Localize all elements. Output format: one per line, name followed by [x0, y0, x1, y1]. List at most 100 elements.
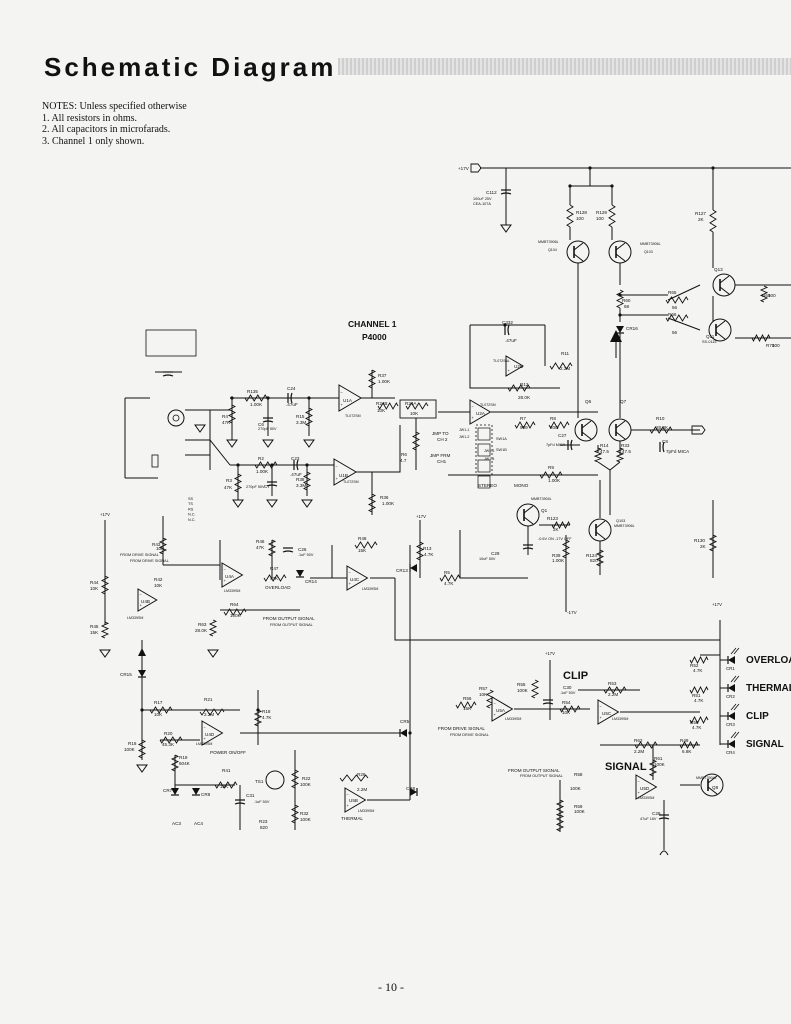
- u5d: [635, 774, 658, 800]
- r24-pot: [399, 399, 437, 419]
- label-u4c_t: LM339SM: [362, 587, 378, 591]
- ground-symbol: [301, 499, 313, 508]
- ground-symbol: [136, 764, 148, 773]
- wire: [394, 578, 720, 641]
- resistor: [302, 471, 312, 491]
- label-text: +17V: [712, 602, 722, 607]
- label-r54: R54: [562, 700, 571, 705]
- led-cr3-rays: [730, 703, 740, 711]
- resistor: [290, 804, 300, 824]
- label-cr14: CR14: [305, 579, 317, 584]
- label-r44_v: 10K: [90, 586, 99, 591]
- q11: [708, 318, 732, 342]
- label-c8_v: 7pFd MICA: [666, 449, 690, 454]
- q104: [573, 242, 584, 262]
- label-r42: R42: [154, 577, 163, 582]
- label-r38: R38: [296, 477, 305, 482]
- label-r44: R44: [90, 580, 99, 585]
- resistor: [665, 314, 689, 322]
- label-r8: R8: [550, 416, 556, 421]
- ground-symbol: [99, 649, 111, 658]
- label-r12_v: 28.0K: [518, 395, 531, 400]
- label-jmp_to: JMP TO: [432, 431, 449, 436]
- notes-block: NOTES: Unless specified otherwise 1. All…: [42, 101, 187, 147]
- label-r66_v: 56: [672, 330, 678, 335]
- note-item: 2. All capacitors in microfarads.: [42, 124, 171, 135]
- label-r22: R22: [302, 776, 311, 781]
- resistor: [689, 715, 709, 725]
- notes-heading: NOTES: Unless specified otherwise: [42, 101, 187, 112]
- label-r45: R45: [90, 624, 99, 629]
- label-power_onoff: POWER ON/OFF: [210, 750, 246, 755]
- wire: [667, 317, 701, 331]
- pin-plus: +: [341, 402, 344, 407]
- label-q104: Q104: [548, 248, 557, 252]
- u4d: [201, 720, 224, 746]
- label-r129_v: 100: [596, 216, 604, 221]
- label-r16_v: 100K: [124, 747, 136, 752]
- label-r70_v: 100: [772, 343, 780, 348]
- label-text: +17V: [416, 514, 426, 519]
- label-r41: R41: [222, 768, 231, 773]
- q1: [516, 503, 540, 527]
- label-text: P4000: [362, 332, 387, 342]
- resistor: [751, 333, 771, 343]
- q7: [615, 420, 626, 440]
- label-r57_v: 10K: [479, 692, 488, 697]
- label-c24_v: .47uF: [286, 402, 298, 407]
- pin-plus: +: [494, 712, 497, 717]
- wire: [597, 461, 621, 471]
- pin-legend: N.C.: [188, 518, 196, 522]
- label-r6: R6: [401, 452, 407, 457]
- label-r135_v: 1.00K: [250, 402, 263, 407]
- junction-dot: [618, 293, 622, 297]
- jumper-block: [477, 459, 491, 473]
- label-text: +17V: [545, 651, 555, 656]
- resistor: [708, 534, 718, 552]
- ground-symbol: [262, 439, 274, 448]
- label-r129: R129: [596, 210, 607, 215]
- label-r23: R23: [259, 819, 268, 824]
- label-r37_v: 1.00K: [378, 379, 391, 384]
- c26: [282, 550, 294, 553]
- label-ac3: AC3: [172, 821, 181, 826]
- label-r49: R49: [680, 738, 689, 743]
- label-r47: R47: [270, 566, 279, 571]
- resistor: [367, 493, 377, 513]
- jumper-block: [477, 427, 491, 441]
- label-u5d: U5D: [640, 786, 650, 791]
- wire: [667, 284, 701, 301]
- label-r70: R70: [766, 343, 775, 348]
- label-sw1b: SW1B: [496, 448, 507, 452]
- label-r13_v: 4.7K: [424, 552, 434, 557]
- u2a: [469, 399, 492, 425]
- phone-jack: [151, 454, 159, 468]
- q7: [608, 418, 632, 442]
- label-r7: R7: [520, 416, 526, 421]
- label-r63_v: 28.0K: [195, 628, 208, 633]
- label-c31: C31: [246, 793, 255, 798]
- label-r11: R11: [561, 351, 570, 356]
- label-r128: R128: [576, 210, 587, 215]
- led-cr2: [728, 684, 735, 692]
- label-r59_v: 100K: [574, 809, 586, 814]
- resistor: [649, 426, 673, 434]
- label-r3_v: 47K: [224, 485, 233, 490]
- label-r18: R18: [262, 709, 271, 714]
- page-title: Schematic Diagram: [44, 52, 337, 82]
- u4a: [221, 562, 244, 588]
- q103b: [595, 520, 606, 540]
- cr16: [616, 326, 624, 333]
- pin-plus: +: [638, 790, 641, 795]
- label-r61: R61: [654, 756, 663, 761]
- label-ch2: CH 2: [437, 437, 448, 442]
- label-r69_v: 100: [768, 293, 776, 298]
- q1: [523, 505, 534, 525]
- label-q6: Q6: [585, 399, 592, 404]
- q8: [700, 773, 724, 797]
- label-r9_v: 1.00K: [548, 478, 561, 483]
- label-c28: C28: [652, 811, 661, 816]
- jumper-block: [477, 443, 491, 457]
- label-c31_v: .1uF 50V: [254, 800, 270, 804]
- pin-plus: +: [472, 415, 475, 420]
